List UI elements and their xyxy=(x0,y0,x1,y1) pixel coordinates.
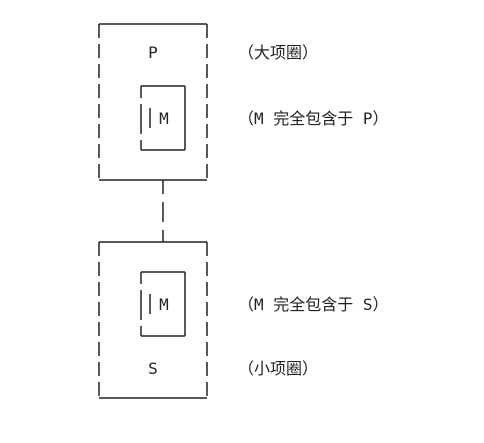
outer-box-s xyxy=(98,241,208,399)
outer-box-p xyxy=(98,23,208,181)
label-m-top: M xyxy=(159,109,169,128)
note-minor-term: （小项圈） xyxy=(238,359,318,378)
inner-box-m-bottom xyxy=(140,271,186,337)
label-p: P xyxy=(148,43,158,62)
note-m-in-s: （M 完全包含于 S） xyxy=(238,295,389,314)
label-s: S xyxy=(148,359,158,378)
label-m-bottom: M xyxy=(159,295,169,314)
note-m-in-p: （M 完全包含于 P） xyxy=(238,109,389,128)
note-major-term: （大项圈） xyxy=(238,43,318,62)
inner-box-m-top xyxy=(140,85,186,151)
